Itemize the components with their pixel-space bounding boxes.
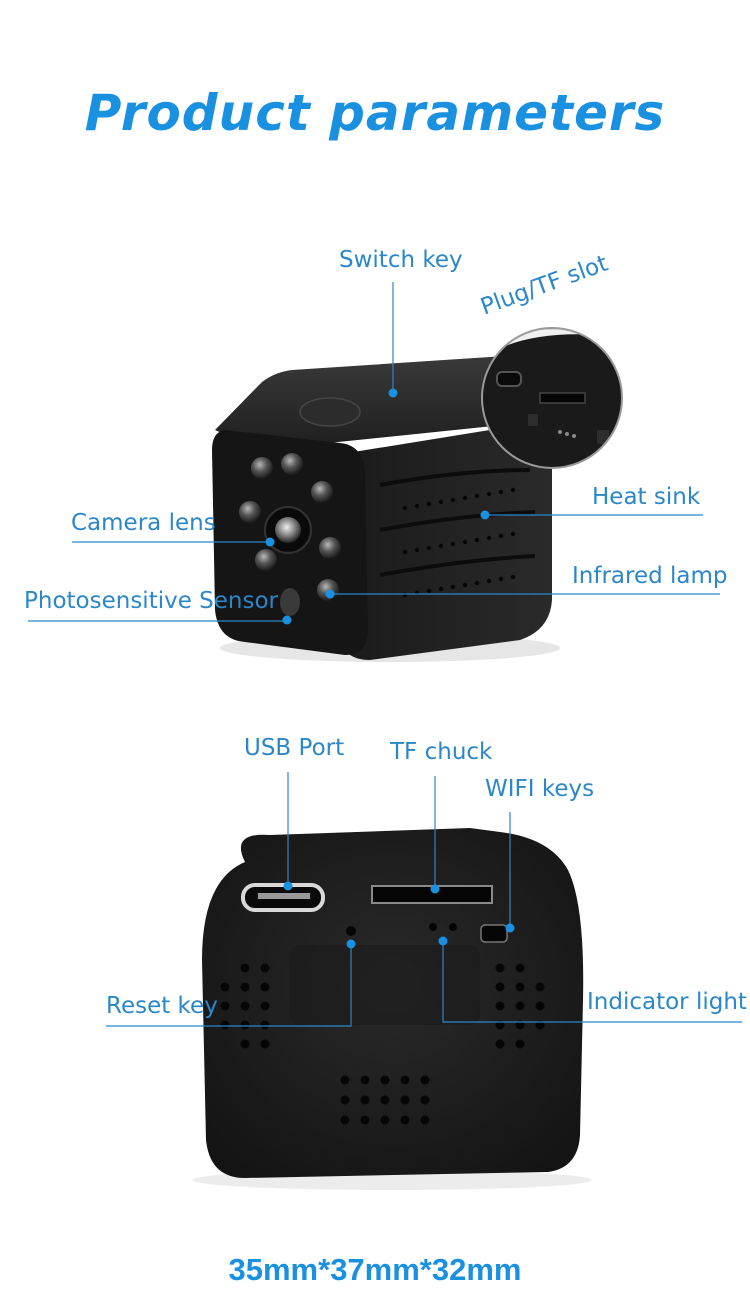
label-wifi-keys: WIFI keys (485, 776, 595, 802)
camera-back-view (192, 828, 592, 1190)
callout-dots (265, 388, 515, 949)
slot-inset (481, 327, 623, 469)
label-camera-lens: Camera lens (71, 510, 216, 536)
photosensitive-sensor-icon (280, 588, 300, 616)
product-dimensions: 35mm*37mm*32mm (228, 1252, 522, 1287)
label-heat-sink: Heat sink (592, 484, 701, 510)
camera-front-view (212, 355, 560, 662)
callout-lines (28, 282, 742, 1027)
label-photosensitive-sensor: Photosensitive Sensor (24, 588, 279, 614)
label-infrared-lamp: Infrared lamp (572, 563, 728, 589)
label-switch-key: Switch key (339, 247, 463, 273)
wifi-key-icon (480, 924, 508, 943)
label-indicator-light: Indicator light (587, 989, 747, 1015)
label-reset-key: Reset key (106, 993, 218, 1019)
label-tf-chuck: TF chuck (390, 739, 493, 765)
page-title: Product parameters (84, 84, 666, 142)
label-usb-port: USB Port (244, 735, 345, 761)
